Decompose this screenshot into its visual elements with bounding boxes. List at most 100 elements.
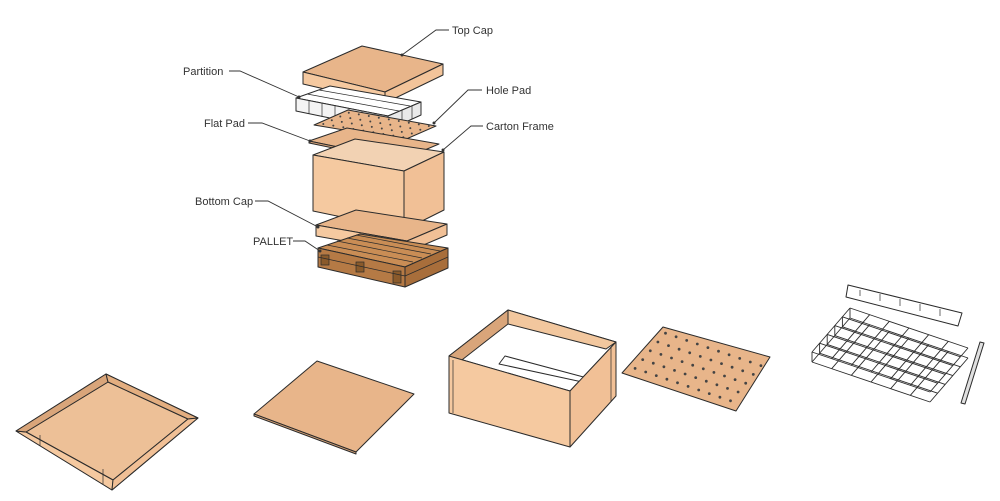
hole-dot (377, 116, 380, 119)
hole-dot (330, 119, 333, 122)
hole-dot (390, 129, 393, 132)
hole-dot (400, 130, 403, 133)
callouts: Top Cap Partition Hole Pad Flat Pad Cart… (183, 25, 554, 253)
label-flat-pad: Flat Pad (204, 118, 245, 130)
grid-line (929, 347, 969, 393)
hole-dot (350, 122, 353, 125)
hole-dot (706, 346, 710, 349)
grid-line (831, 314, 871, 359)
hole-dot (359, 118, 362, 121)
hole-dot (360, 124, 363, 127)
hole-dot (738, 357, 742, 360)
hole-dot (380, 127, 383, 130)
hole-dot (704, 379, 708, 383)
grid-line (909, 351, 949, 396)
hole-dot (701, 367, 705, 371)
hole-dot (665, 377, 669, 381)
hole-dot (410, 132, 413, 135)
hole-dot (727, 353, 731, 357)
hole-dot (723, 374, 726, 378)
grid-line (831, 324, 871, 369)
carton-frame-open (448, 309, 617, 448)
hole-dot (342, 126, 345, 129)
label-top-cap: Top Cap (452, 25, 493, 37)
hole-dot (387, 118, 390, 121)
hole-dot (677, 347, 681, 351)
hole-dot (641, 358, 645, 361)
grid-line (870, 327, 910, 373)
hole-dot (656, 340, 660, 344)
hole-dot (644, 370, 648, 374)
hole-dot (662, 365, 666, 369)
hole-dot (399, 125, 402, 128)
hole-dot (691, 363, 695, 367)
tray-component (15, 373, 199, 491)
hole-dot (417, 123, 420, 126)
hole-dot (379, 122, 382, 125)
hole-dot (648, 349, 652, 353)
hole-dot (397, 120, 400, 122)
hole-dot (670, 356, 673, 360)
hole-dot (407, 121, 410, 124)
hole-dot (340, 120, 343, 123)
hole-dot (698, 355, 702, 358)
hole-dot (715, 383, 719, 387)
hole-dot (720, 362, 723, 365)
hole-dot (707, 392, 711, 395)
grid-line (890, 334, 930, 379)
hole-dot (419, 128, 422, 131)
label-hole-pad: Hole Pad (486, 85, 531, 97)
hole-dot (683, 372, 687, 376)
grid-line (811, 307, 851, 353)
label-bottom-cap: Bottom Cap (195, 196, 253, 208)
hole-dot (409, 127, 412, 130)
hole-dot (659, 353, 663, 356)
hole-dot (680, 360, 684, 363)
grid-line (850, 321, 890, 366)
hole-dot (733, 378, 737, 381)
hole-dot (688, 351, 692, 355)
hole-dot (339, 115, 342, 118)
hole-dot (730, 365, 734, 369)
hole-dot (347, 111, 350, 114)
hole-dot (697, 388, 701, 392)
hole-dot (633, 367, 637, 370)
hole-dot (667, 344, 670, 347)
hole-dot (751, 373, 755, 376)
hole-dot (369, 120, 372, 123)
hole-dot (370, 125, 373, 128)
hole-dot (349, 117, 352, 120)
hole-dot (357, 113, 360, 116)
hole-dot (673, 369, 676, 372)
grid-line (850, 331, 890, 376)
hole-dot (694, 376, 698, 379)
grid-line (811, 317, 851, 363)
flat-pad-sheet (253, 360, 415, 455)
label-partition: Partition (183, 66, 223, 78)
label-pallet: PALLET (253, 236, 293, 248)
hole-dot (332, 124, 335, 127)
hole-dot (651, 361, 655, 365)
hole-dot (654, 374, 658, 377)
hole-dot (695, 342, 699, 346)
grid-line (909, 341, 949, 386)
hole-dot (726, 387, 729, 390)
hole-dot (759, 364, 763, 367)
hole-dot (741, 369, 745, 373)
hole-dot (322, 123, 325, 125)
grid-line (870, 337, 910, 383)
hole-dot (389, 123, 392, 126)
grid-line (890, 344, 930, 389)
hole-dot (676, 381, 679, 385)
hole-dot (427, 125, 430, 127)
hole-dot (718, 395, 722, 399)
grid-line (929, 357, 969, 403)
hole-dot (736, 390, 740, 394)
hole-dot (685, 339, 689, 342)
carton-frame (312, 138, 445, 231)
hole-dot (709, 358, 713, 362)
hole-dot (729, 399, 732, 403)
label-carton-frame: Carton Frame (486, 121, 554, 133)
pallet (317, 233, 449, 288)
